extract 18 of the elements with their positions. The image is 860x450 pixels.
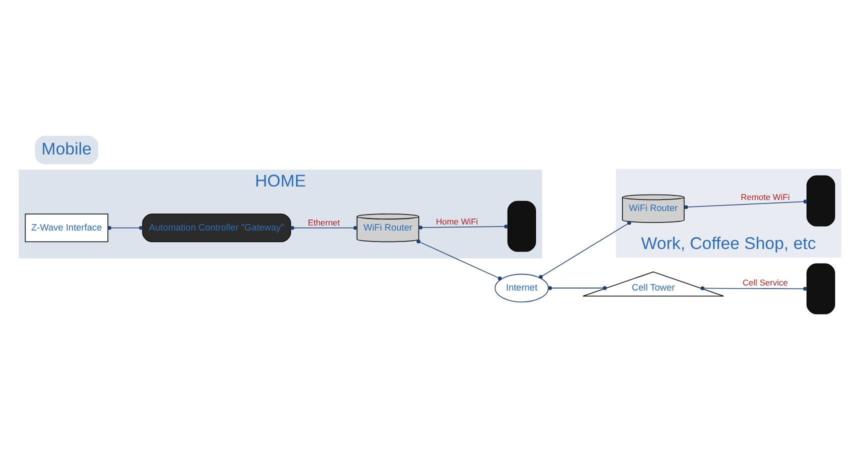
node-box bbox=[507, 200, 536, 252]
node-box bbox=[806, 263, 836, 314]
edge-label: Remote WiFi bbox=[740, 192, 790, 202]
connector bbox=[700, 286, 807, 291]
node-box bbox=[806, 175, 836, 226]
connector bbox=[416, 240, 502, 280]
connector bbox=[538, 220, 632, 279]
edge-label: Ethernet bbox=[308, 217, 340, 228]
node-box: Automation Controller "Gateway" bbox=[142, 214, 292, 242]
edge-label: Home WiFi bbox=[436, 216, 478, 227]
connector bbox=[684, 200, 808, 210]
connector bbox=[108, 226, 143, 230]
node-box: Mobile bbox=[34, 136, 98, 164]
connector bbox=[548, 286, 607, 290]
connector bbox=[418, 224, 508, 230]
node-box: Z-Wave Interface bbox=[24, 214, 108, 242]
connector bbox=[290, 226, 358, 230]
edge-label: Cell Service bbox=[742, 278, 788, 288]
